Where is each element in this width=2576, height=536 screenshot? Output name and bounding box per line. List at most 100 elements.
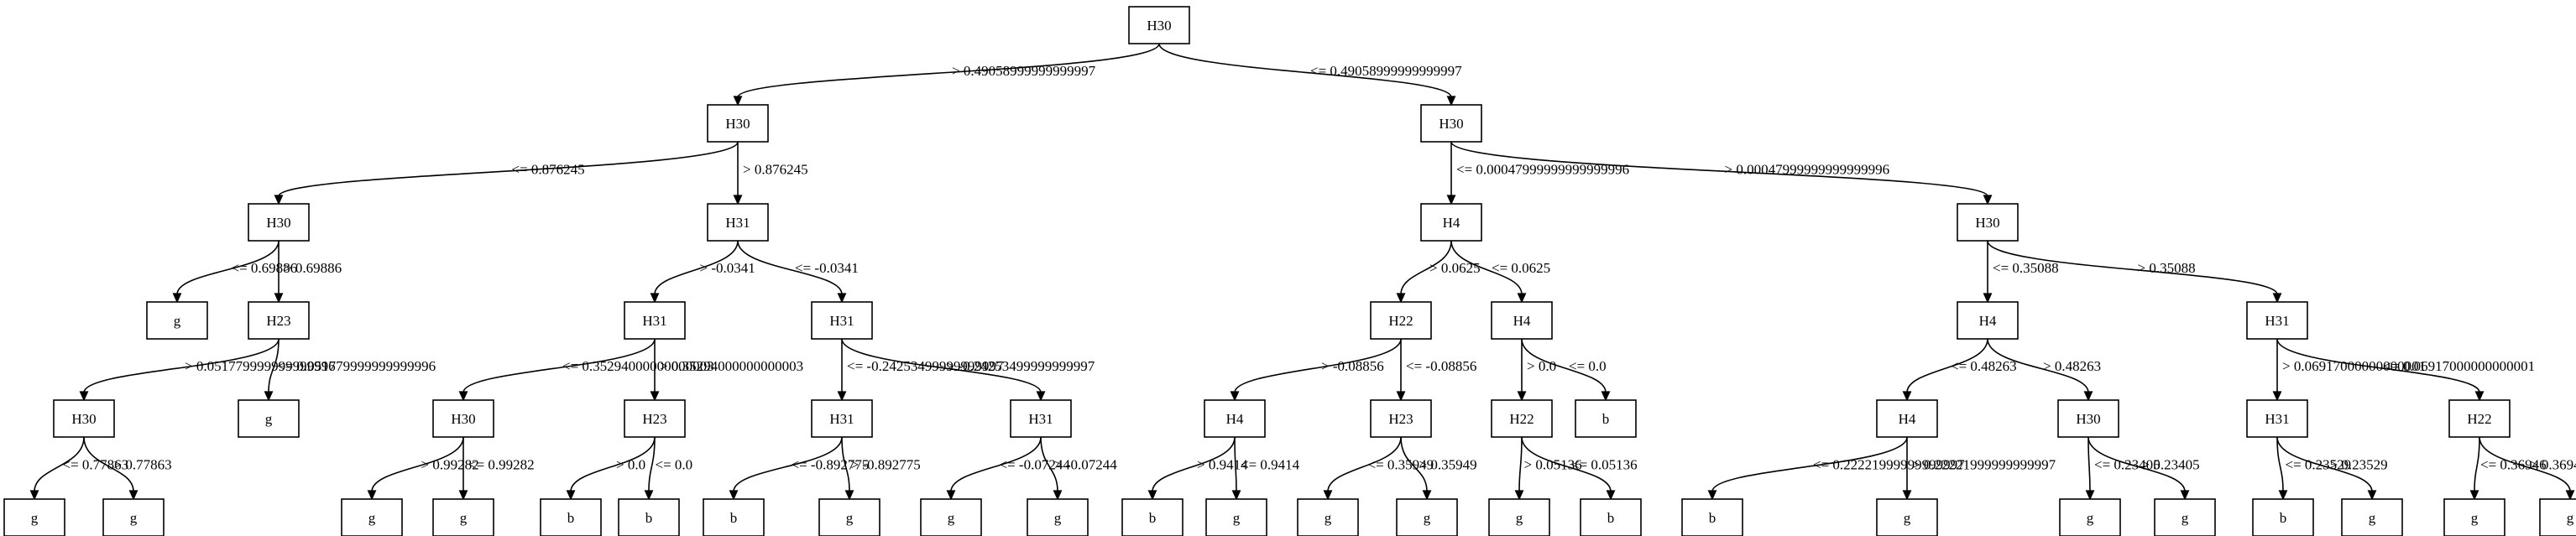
node-label: b: [1149, 510, 1157, 526]
edge-n20-n37: <= -0.07244: [946, 436, 1070, 501]
split-node-n17: H30: [432, 399, 494, 438]
edge-arrowhead: [2565, 490, 2575, 501]
node-label: g: [2471, 510, 2479, 526]
edge-arrowhead: [2474, 391, 2485, 402]
leaf-node-n44: b: [1580, 498, 1642, 536]
node-label: b: [1709, 510, 1716, 526]
split-node-n15: H30: [53, 399, 115, 438]
edge-n11-n22: <= -0.08856: [1396, 339, 1476, 402]
edge-n23-n44: <= 0.05136: [1521, 436, 1638, 501]
edge-n2-n5: <= 0.00047999999999999996: [1446, 142, 1629, 206]
edges-layer: > 0.49058999999999997<= 0.49058999999999…: [29, 43, 2576, 501]
node-label: H31: [2265, 313, 2289, 329]
edge-arrowhead: [2367, 490, 2377, 501]
node-label: H31: [642, 313, 666, 329]
edge-arrowhead: [1036, 391, 1046, 402]
edge-label: > 0.69886: [284, 260, 342, 276]
edge-line: [1450, 141, 1988, 197]
node-box: [2252, 498, 2314, 536]
edge-arrowhead: [844, 490, 854, 501]
edge-line: [841, 338, 1042, 393]
split-node-n25: H4: [1876, 399, 1938, 438]
edge-label: > 0.35088: [2138, 260, 2196, 276]
edge-label: > 0.0: [1527, 358, 1556, 374]
edge-label: > 0.35294000000000003: [660, 358, 803, 374]
node-box: [818, 498, 880, 536]
leaf-node-n42: g: [1396, 498, 1458, 536]
node-box: [703, 498, 765, 536]
edge-arrowhead: [172, 293, 182, 304]
edge-label: > -0.07244: [1054, 457, 1117, 473]
edge-label: > 0.876245: [743, 162, 808, 178]
edge-n12-n23: > 0.0: [1517, 339, 1556, 402]
node-label: g: [1904, 510, 1911, 526]
node-box: [2443, 498, 2505, 536]
edge-n14-n27: > 0.06917000000000001: [2272, 339, 2426, 402]
node-box: [2539, 498, 2576, 536]
leaf-node-n51: g: [2443, 498, 2505, 536]
node-box: [1396, 498, 1458, 536]
leaf-node-n48: g: [2154, 498, 2216, 536]
edge-label: <= 0.876245: [512, 162, 585, 178]
edge-n9-n18: > 0.35294000000000003: [650, 339, 803, 402]
edge-label: <= 0.36946: [2480, 457, 2547, 473]
edge-label: <= 0.0625: [1492, 260, 1550, 276]
edge-arrowhead: [733, 195, 743, 206]
node-label: g: [1516, 510, 1523, 526]
edge-label: > 0.0: [616, 457, 645, 473]
edge-label: <= 0.00047999999999999996: [1456, 162, 1629, 178]
node-label: H30: [2076, 411, 2100, 427]
edge-n8-n16: <= 0.051779999999999996: [264, 338, 436, 402]
node-label: H4: [1979, 313, 1997, 329]
node-label: H31: [829, 411, 854, 427]
edge-n12-n24: <= 0.0: [1521, 338, 1611, 402]
leaf-node-n45: b: [1681, 498, 1743, 536]
edge-arrowhead: [274, 293, 284, 304]
edge-n10-n20: > -0.24253499999999997: [841, 338, 1095, 402]
edge-label: <= 0.0: [656, 457, 693, 473]
node-label: H23: [1388, 411, 1413, 427]
edge-n9-n17: <= 0.35294000000000003: [458, 338, 714, 402]
leaf-node-n34: b: [618, 498, 680, 536]
edge-label: > -0.0341: [700, 260, 755, 276]
split-node-n20: H31: [1010, 399, 1072, 438]
node-box: [248, 301, 310, 340]
split-node-n14: H31: [2246, 301, 2308, 340]
edge-arrowhead: [264, 391, 274, 402]
node-box: [102, 498, 165, 536]
node-label: H4: [1513, 313, 1531, 329]
edge-line: [1327, 436, 1402, 492]
node-label: H22: [2467, 411, 2491, 427]
node-box: [1491, 301, 1553, 340]
node-box: [1128, 6, 1190, 44]
edge-line: [737, 240, 843, 295]
split-node-n18: H23: [624, 399, 686, 438]
edge-line: [83, 338, 280, 393]
edge-label: > 0.22221999999999997: [1912, 457, 2056, 473]
edge-arrowhead: [1517, 293, 1527, 304]
leaf-node-n50: g: [2341, 498, 2403, 536]
node-box: [1957, 203, 2019, 242]
node-box: [2246, 301, 2308, 340]
node-label: H4: [1899, 411, 1916, 427]
leaf-node-n36: g: [818, 498, 880, 536]
node-box: [1488, 498, 1550, 536]
split-node-n22: H23: [1370, 399, 1432, 438]
edge-label: > 0.051779999999999996: [185, 358, 336, 374]
split-node-n3: H30: [248, 203, 310, 242]
edge-n5-n12: <= 0.0625: [1450, 240, 1550, 304]
edge-line: [2474, 436, 2480, 492]
leaf-node-n37: g: [920, 498, 982, 536]
edge-line: [1906, 338, 1988, 393]
node-label: g: [948, 510, 955, 526]
edge-label: <= 0.48263: [1951, 358, 2017, 374]
edge-label: > -0.24253499999999997: [947, 358, 1095, 374]
edge-line: [1987, 338, 2089, 393]
edge-line: [2276, 436, 2373, 492]
edge-label: <= 0.051779999999999996: [277, 358, 436, 374]
node-label: g: [2567, 510, 2574, 526]
node-label: g: [460, 510, 468, 526]
edge-n22-n42: > 0.35949: [1400, 436, 1477, 501]
